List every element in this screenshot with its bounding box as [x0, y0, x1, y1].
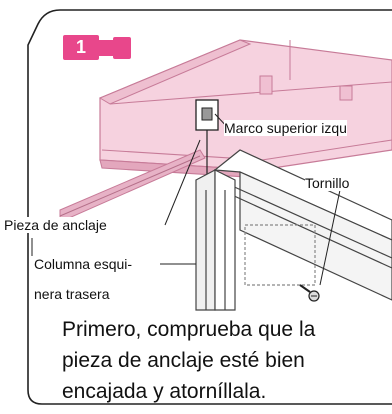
- instruction-caption: Primero, comprueba que la pieza de ancla…: [62, 314, 315, 407]
- step-number-badge: 1: [63, 35, 99, 60]
- rear-corner-frame: [195, 149, 392, 311]
- caption-line-2: pieza de anclaje esté bien: [62, 349, 305, 372]
- label-screw: Tornillo: [305, 175, 350, 192]
- step-marker-icon: [99, 37, 131, 59]
- label-corner-column-1: Columna esqui-: [34, 256, 133, 273]
- screw-illustration: [299, 284, 320, 302]
- caption-line-3: encajada y atorníllala.: [62, 380, 267, 403]
- label-corner-column-2: nera trasera: [34, 286, 110, 303]
- caption-line-1: Primero, comprueba que la: [62, 318, 316, 341]
- label-top-frame: Marco superior izqu: [224, 120, 347, 137]
- top-frame-beam: [59, 39, 392, 223]
- panel-border: [27, 9, 392, 405]
- label-anchor-piece: Pieza de anclaje: [4, 217, 107, 234]
